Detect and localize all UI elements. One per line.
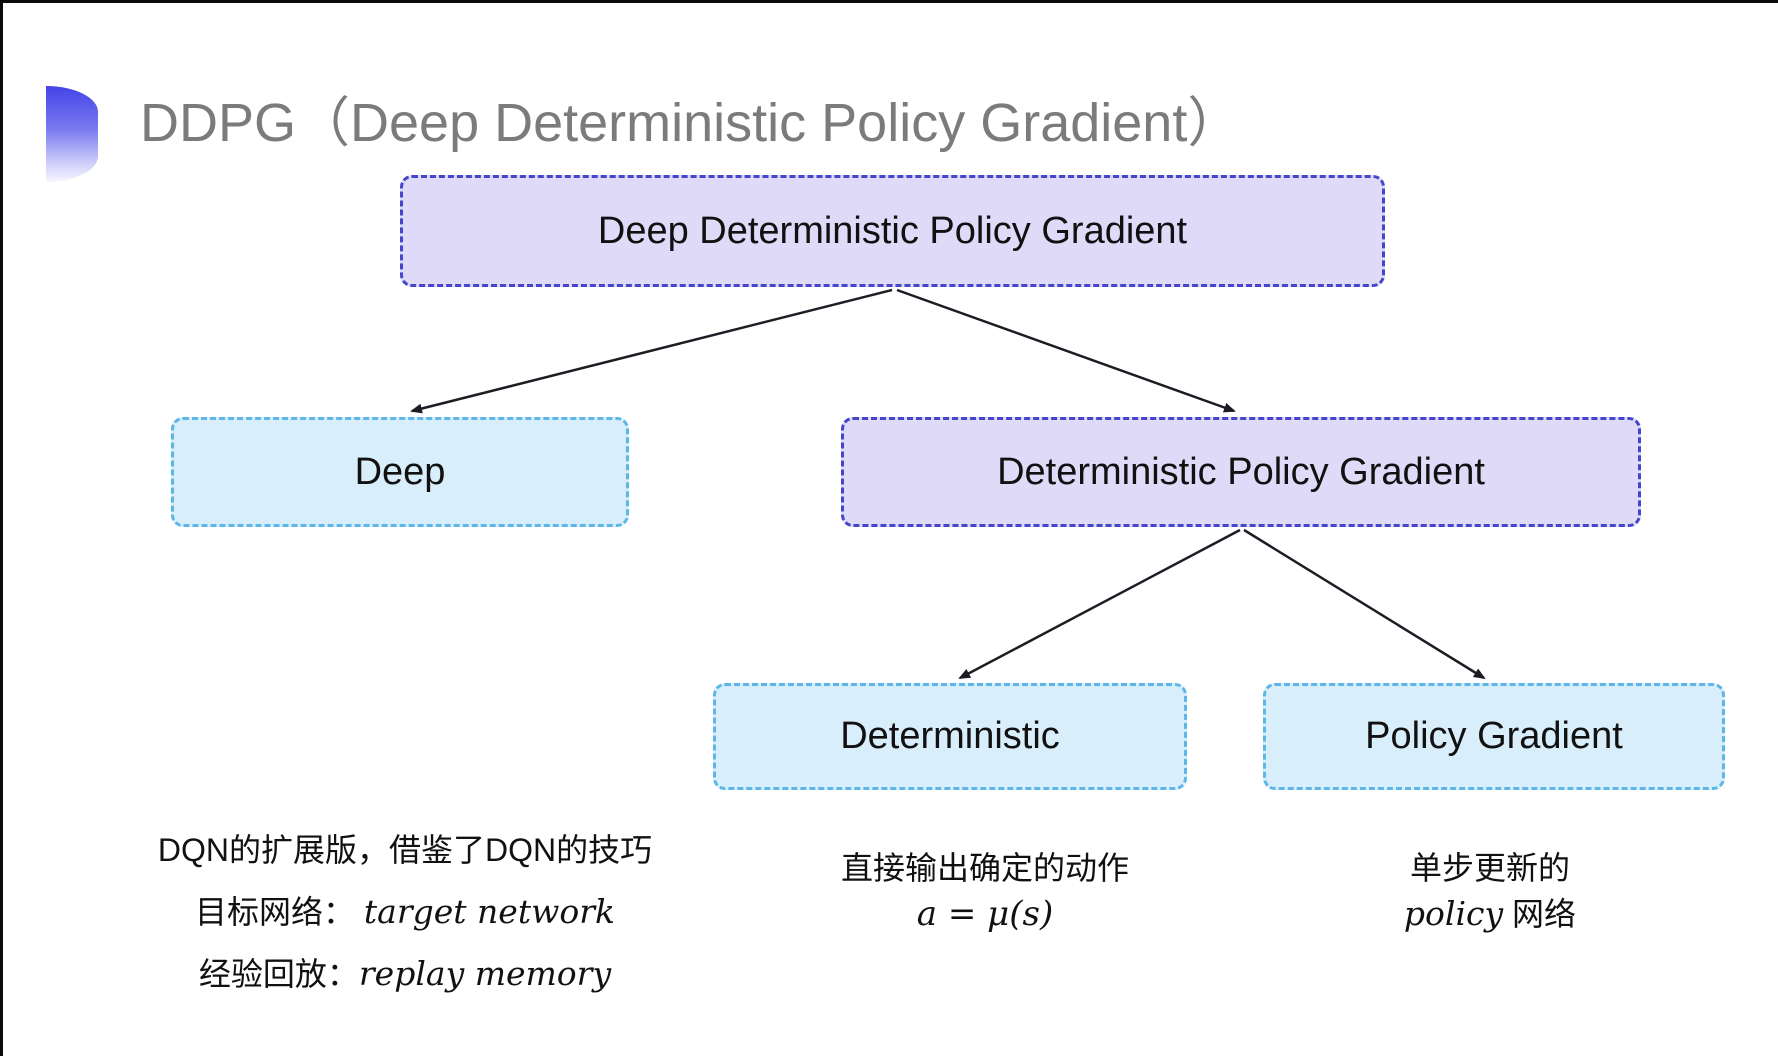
- node-dpg-label: Deterministic Policy Gradient: [997, 450, 1485, 493]
- deterministic-annotation-line1: 直接输出确定的动作: [840, 850, 1129, 886]
- deep-annotation-line3-label: 经验回放：: [198, 956, 359, 992]
- slide-left-border: [0, 0, 3, 1056]
- deep-annotation-line2-term: target network: [363, 892, 615, 931]
- arrow-dpg-to-policy-gradient: [1243, 528, 1486, 680]
- deep-annotation-line3: 经验回放：replay memory: [115, 943, 695, 1005]
- node-deterministic: Deterministic: [713, 683, 1187, 790]
- node-root-label: Deep Deterministic Policy Gradient: [597, 209, 1188, 252]
- arrow-root-to-deep: [410, 288, 893, 414]
- deep-annotation-line2: 目标网络： target network: [115, 881, 695, 943]
- deep-annotation-line3-term: replay memory: [358, 954, 612, 993]
- node-deep-label: Deep: [354, 450, 446, 493]
- deep-annotation: DQN的扩展版，借鉴了DQN的技巧 目标网络： target network 经…: [115, 819, 695, 1005]
- arrow-dpg-to-deterministic: [958, 528, 1241, 680]
- policy-gradient-annotation-term: policy: [1403, 894, 1504, 933]
- deep-annotation-line1: DQN的扩展版，借鉴了DQN的技巧: [157, 832, 653, 868]
- policy-gradient-annotation: 单步更新的 policy 网络: [1290, 845, 1690, 937]
- node-policy-gradient-label: Policy Gradient: [1365, 715, 1623, 757]
- deterministic-annotation-formula: a = μ(s): [916, 894, 1054, 934]
- deterministic-annotation: 直接输出确定的动作 a = μ(s): [785, 845, 1185, 937]
- node-deterministic-label: Deterministic: [840, 715, 1060, 757]
- bullet-halfcircle-icon: [46, 86, 98, 182]
- node-deterministic-policy-gradient: Deterministic Policy Gradient: [841, 417, 1641, 527]
- policy-gradient-annotation-line2: policy 网络: [1290, 891, 1690, 937]
- node-deep: Deep: [171, 417, 629, 527]
- arrow-root-to-dpg: [896, 288, 1236, 413]
- node-policy-gradient: Policy Gradient: [1263, 683, 1725, 790]
- page-title: DDPG（Deep Deterministic Policy Gradient）: [140, 93, 1242, 153]
- deep-annotation-line2-label: 目标网络：: [195, 894, 356, 930]
- policy-gradient-annotation-suffix: 网络: [1503, 896, 1577, 932]
- slide-top-border: [0, 0, 1778, 3]
- node-root: Deep Deterministic Policy Gradient: [400, 175, 1385, 287]
- policy-gradient-annotation-line1: 单步更新的: [1409, 850, 1570, 886]
